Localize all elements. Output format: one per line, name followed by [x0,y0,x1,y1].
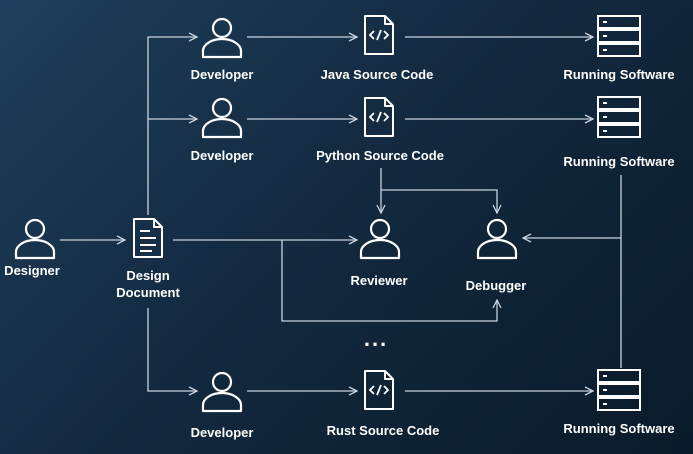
developer-python-person-icon [201,97,243,139]
reviewer-person-icon [359,218,401,260]
developer-rust-label: Developer [190,425,254,440]
running-software-3-server-icon [597,369,641,411]
developer-java-person-icon [201,17,243,59]
java-source-code-label: Java Source Code [320,67,434,82]
running-software-2-server-icon [597,96,641,138]
python-source-code-file-icon [364,97,394,137]
edge-document-to-debugger [281,240,497,322]
debugger-person-icon [476,218,518,260]
running-software-2-label: Running Software [563,154,675,169]
debugger-label: Debugger [465,278,527,293]
python-source-code-label: Python Source Code [316,148,444,163]
design-document-label-line-2: Document [116,285,180,300]
reviewer-label: Reviewer [350,273,408,288]
edge-python-source-to-debugger [381,189,497,213]
developer-python-label: Developer [190,148,254,163]
designer-person-icon [14,218,56,260]
design-document-icon [133,218,163,258]
running-software-1-server-icon [597,15,641,57]
developer-java-label: Developer [190,67,254,82]
running-software-3-label: Running Software [563,421,675,436]
rust-source-code-label: Rust Source Code [326,423,440,438]
edge-document-to-developer-rust [147,308,197,391]
developer-rust-person-icon [201,371,243,413]
design-document-label-line-1: Design [126,268,170,283]
more-pipelines-ellipsis: ... [363,326,389,351]
rust-source-code-file-icon [364,370,394,410]
running-software-1-label: Running Software [563,67,675,82]
edge-document-to-developer-java [147,37,197,215]
design-document-label: Design Document [116,267,180,301]
java-source-code-file-icon [364,15,394,55]
designer-label: Designer [4,263,60,278]
